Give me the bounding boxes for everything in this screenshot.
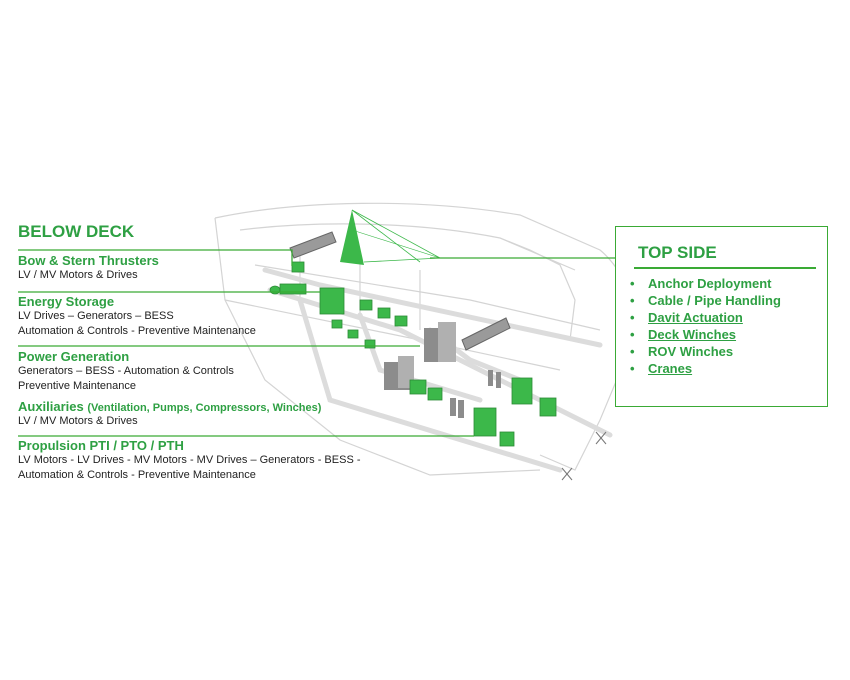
- section-line: Generators – BESS - Automation & Control…: [18, 365, 234, 377]
- list-item: • Cable / Pipe Handling: [630, 292, 781, 309]
- top-side-list: • Anchor Deployment • Cable / Pipe Handlin…: [630, 275, 781, 377]
- bullet-icon: •: [630, 327, 635, 342]
- list-item-label: Deck Winches: [648, 327, 737, 342]
- list-item-label: Anchor Deployment: [648, 276, 772, 291]
- bullet-icon: •: [630, 310, 635, 325]
- bullet-icon: •: [630, 276, 635, 291]
- section-line: Automation & Controls - Preventive Maint…: [18, 325, 256, 337]
- motor-drive-icon: [269, 261, 557, 447]
- list-item-label: Cable / Pipe Handling: [648, 293, 781, 308]
- section-line: Automation & Controls - Preventive Maint…: [18, 469, 256, 481]
- section-line: LV / MV Motors & Drives: [18, 415, 138, 427]
- section-title: Energy Storage: [18, 294, 115, 309]
- section-line: Preventive Maintenance: [18, 380, 137, 392]
- section-line: LV Motors - LV Drives - MV Motors - MV D…: [18, 454, 361, 466]
- section-title: Power Generation: [18, 349, 130, 364]
- section-title-sub: (Ventilation, Pumps, Compressors, Winche…: [87, 402, 322, 414]
- callout-lines: [18, 249, 615, 437]
- list-item-label: Davit Actuation: [648, 310, 743, 325]
- section-bow-stern-thrusters: Bow & Stern Thrusters LV / MV Motors & D…: [18, 253, 159, 283]
- section-auxiliaries: Auxiliaries (Ventilation, Pumps, Compres…: [18, 399, 321, 429]
- section-line: LV Drives – Generators – BESS: [18, 310, 174, 322]
- below-deck-title: BELOW DECK: [18, 222, 135, 241]
- section-energy-storage: Energy Storage LV Drives – Generators – …: [18, 294, 256, 339]
- section-title: Auxiliaries (Ventilation, Pumps, Compres…: [18, 399, 321, 414]
- list-item: • Anchor Deployment: [630, 275, 781, 292]
- list-item: • ROV Winches: [630, 343, 781, 360]
- list-item: • Cranes: [630, 360, 781, 377]
- top-side-panel: TOP SIDE • Anchor Deployment • Cable / Pip…: [615, 226, 828, 407]
- list-item: • Davit Actuation: [630, 309, 781, 326]
- section-propulsion: Propulsion PTI / PTO / PTH LV Motors - L…: [18, 438, 361, 483]
- list-item: • Deck Winches: [630, 326, 781, 343]
- propeller-icon: [561, 431, 607, 481]
- bullet-icon: •: [630, 361, 635, 376]
- section-title: Propulsion PTI / PTO / PTH: [18, 438, 184, 453]
- list-item-label: Cranes: [648, 361, 693, 376]
- section-power-generation: Power Generation Generators – BESS - Aut…: [18, 349, 234, 394]
- bullet-icon: •: [630, 344, 635, 359]
- divider: [634, 267, 816, 269]
- list-item-label: ROV Winches: [648, 344, 734, 359]
- crane-icon: [340, 209, 441, 265]
- section-title-main: Auxiliaries: [18, 399, 84, 414]
- deck-vent-icon: [289, 231, 511, 351]
- bullet-icon: •: [630, 293, 635, 308]
- generator-icon: [384, 322, 501, 418]
- section-line: LV / MV Motors & Drives: [18, 269, 138, 281]
- section-title: Bow & Stern Thrusters: [18, 253, 159, 268]
- top-side-title: TOP SIDE: [638, 243, 717, 262]
